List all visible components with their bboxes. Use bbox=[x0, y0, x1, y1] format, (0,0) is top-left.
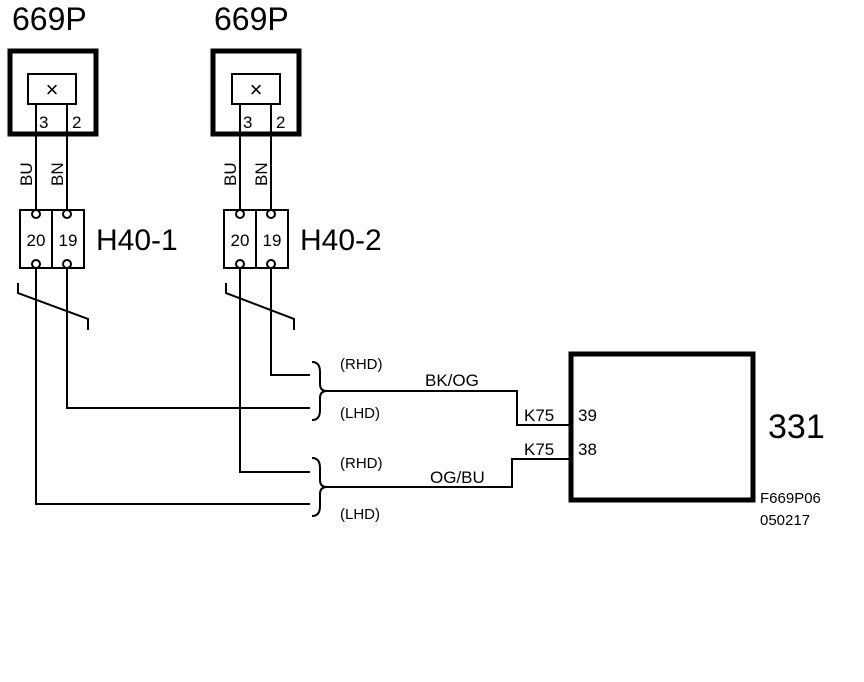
module-label: 331 bbox=[768, 408, 825, 446]
sensor-1-cross-icon: × bbox=[46, 77, 59, 102]
connector-2-label: H40-2 bbox=[300, 224, 382, 257]
connector-1-label: H40-1 bbox=[96, 224, 178, 257]
sensor-1: 669P × 3 2 BU BN bbox=[7, 1, 99, 210]
module-connector-upper: K75 bbox=[524, 406, 554, 425]
wire-og-bu bbox=[327, 458, 571, 488]
lower-rhd-label: (RHD) bbox=[340, 455, 383, 472]
lower-lhd-label: (LHD) bbox=[340, 506, 380, 523]
module-body bbox=[568, 351, 756, 503]
sensor-2-wire-bn: BN bbox=[252, 162, 271, 186]
wire-h40-2-19 bbox=[270, 268, 310, 376]
upper-rhd-label: (RHD) bbox=[340, 356, 383, 373]
connector-1-pin-20: 20 bbox=[27, 231, 46, 250]
sensor-1-label: 669P bbox=[12, 1, 87, 37]
upper-lhd-label: (LHD) bbox=[340, 405, 380, 422]
sensor-1-pin-3: 3 bbox=[39, 113, 48, 132]
connector-2-pin-19: 19 bbox=[263, 231, 282, 250]
sensor-1-element bbox=[27, 73, 77, 105]
figure-date: 050217 bbox=[760, 512, 810, 529]
wire-h40-2-20 bbox=[239, 268, 310, 473]
module-pin-38: 38 bbox=[578, 440, 597, 459]
connector-h40-2: 20 19 H40-2 bbox=[223, 209, 382, 269]
sensor-1-pin-2: 2 bbox=[72, 113, 81, 132]
connector-h40-1: 20 19 H40-1 bbox=[19, 209, 178, 269]
sensor-2-label: 669P bbox=[214, 1, 289, 37]
sensor-2-cross-icon: × bbox=[250, 77, 263, 102]
sensor-2-element bbox=[231, 73, 281, 105]
brace-upper bbox=[311, 361, 328, 421]
twist-marker-1 bbox=[17, 283, 89, 330]
sensor-2: 669P × 3 2 BU BN bbox=[210, 1, 302, 210]
figure-id: F669P06 bbox=[760, 490, 821, 507]
sensor-1-body bbox=[7, 48, 99, 137]
module-331: 331 K75 39 K75 38 bbox=[524, 351, 825, 503]
module-pin-39: 39 bbox=[578, 406, 597, 425]
sensor-2-body bbox=[210, 48, 302, 137]
sensor-2-pin-2: 2 bbox=[276, 113, 285, 132]
connector-1-pin-19: 19 bbox=[59, 231, 78, 250]
wire-og-bu-label: OG/BU bbox=[430, 468, 485, 487]
wire-h40-1-19 bbox=[66, 268, 310, 409]
sensor-1-wire-bu: BU bbox=[17, 162, 36, 186]
connector-2-pin-20: 20 bbox=[231, 231, 250, 250]
wire-bk-og-label: BK/OG bbox=[425, 371, 479, 390]
wire-h40-1-20 bbox=[35, 268, 310, 505]
wire-bk-og bbox=[327, 390, 571, 426]
brace-lower bbox=[311, 457, 328, 517]
twist-marker-2 bbox=[225, 283, 295, 330]
sensor-2-pin-3: 3 bbox=[243, 113, 252, 132]
sensor-1-wire-bn: BN bbox=[48, 162, 67, 186]
sensor-2-wire-bu: BU bbox=[221, 162, 240, 186]
module-connector-lower: K75 bbox=[524, 440, 554, 459]
